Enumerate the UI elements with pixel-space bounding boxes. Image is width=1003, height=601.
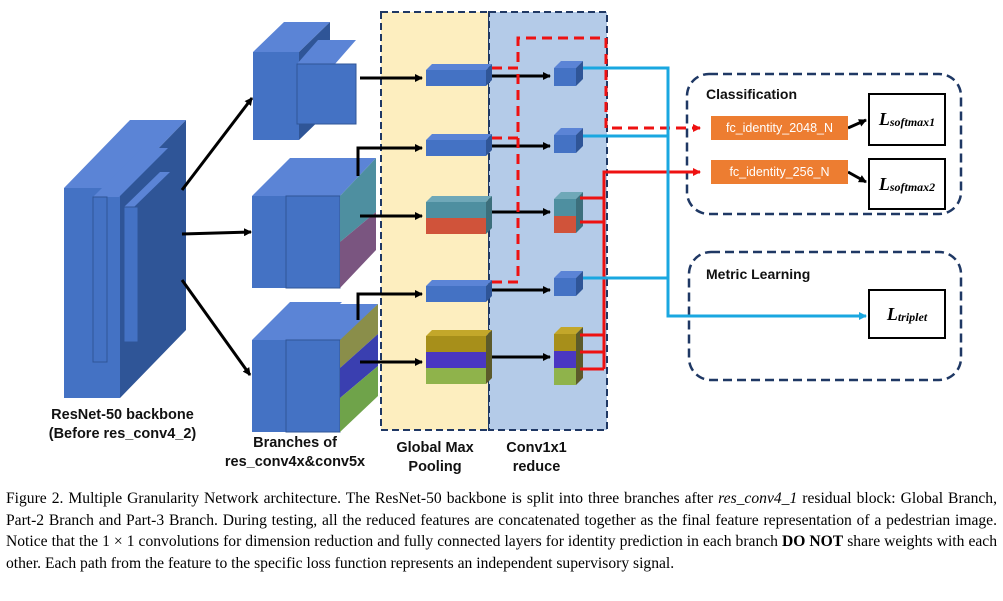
branches-label: Branches of res_conv4x&conv5x xyxy=(224,435,366,470)
pooled-feature-part3-stripes xyxy=(426,330,492,384)
metric-learning-title: Metric Learning xyxy=(706,266,811,282)
reduced-feature-part2-global xyxy=(554,128,583,153)
branch-part3-block xyxy=(252,302,378,433)
branch-part2-block xyxy=(252,158,376,289)
reduced-feature-part3-global xyxy=(554,271,583,296)
backbone-label: ResNet-50 backbone (Before res_conv4_2) xyxy=(48,407,197,442)
mgn-architecture-diagram xyxy=(64,11,963,433)
reduced-feature-global xyxy=(554,61,583,86)
caption-bold-term: DO NOT xyxy=(782,533,844,550)
classification-group xyxy=(685,72,963,216)
reduced-feature-part3-stripes xyxy=(554,327,583,385)
classification-title: Classification xyxy=(706,86,798,102)
gmp-label: Global Max Pooling xyxy=(396,440,474,475)
figure-caption: Figure 2. Multiple Granularity Network a… xyxy=(6,490,997,572)
pooled-feature-part2-stripes xyxy=(426,196,492,234)
backbone-block xyxy=(64,120,186,398)
fc-identity-256: fc_identity_256_N xyxy=(711,160,848,184)
caption-italic-term: res_conv4_1 xyxy=(718,490,798,507)
conv-reduce-label: Conv1x1 reduce xyxy=(506,440,567,475)
reduced-feature-part2-stripes xyxy=(554,192,583,233)
metric-learning-group xyxy=(687,250,963,382)
pooled-feature-global xyxy=(426,64,492,86)
pooled-feature-part2-global xyxy=(426,134,492,156)
fc-identity-2048: fc_identity_2048_N xyxy=(711,116,848,140)
pooled-feature-part3-global xyxy=(426,280,492,302)
branch-global-block xyxy=(253,22,357,140)
